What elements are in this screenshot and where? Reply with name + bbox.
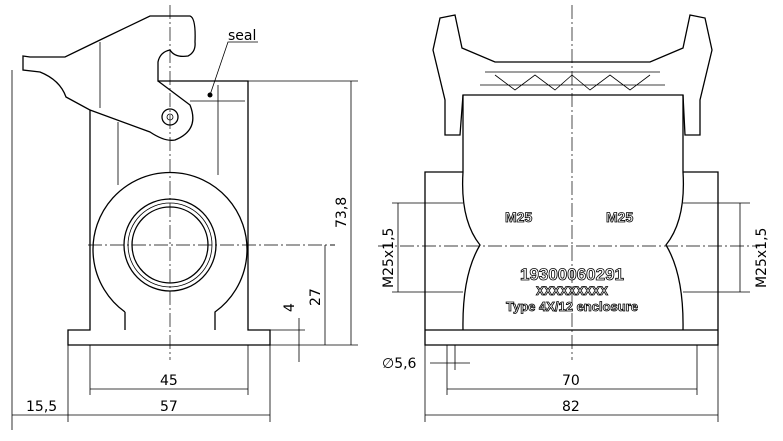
marking-thread-right: M25 [606,209,633,225]
dim-inner-width: 45 [160,373,178,389]
seal-label: seal [228,28,256,44]
marking-type: Type 4X/12 enclosure [506,299,638,314]
dim-hole-dia: ∅5,6 [382,356,417,372]
front-view: M25 M25 19300060291 XXXXXXXXX Type 4X/12… [378,5,770,422]
side-view: seal 73,8 27 4 45 57 15,5 [11,5,358,430]
marking-thread-left: M25 [505,209,532,225]
dim-height-total: 73,8 [334,197,350,228]
dim-thread-left: M25x1,5 [381,228,397,288]
dim-total-length: 82 [562,399,580,415]
marking-part-number: 19300060291 [520,265,624,284]
dim-hole-spacing: 70 [562,373,580,389]
dim-base-thickness: 4 [282,303,298,312]
dim-center-height: 27 [308,288,324,306]
dim-base-width: 57 [160,399,178,415]
dim-thread-right: M25x1,5 [754,228,770,288]
marking-batch: XXXXXXXXX [536,284,608,298]
dim-lever-overhang: 15,5 [26,399,57,415]
